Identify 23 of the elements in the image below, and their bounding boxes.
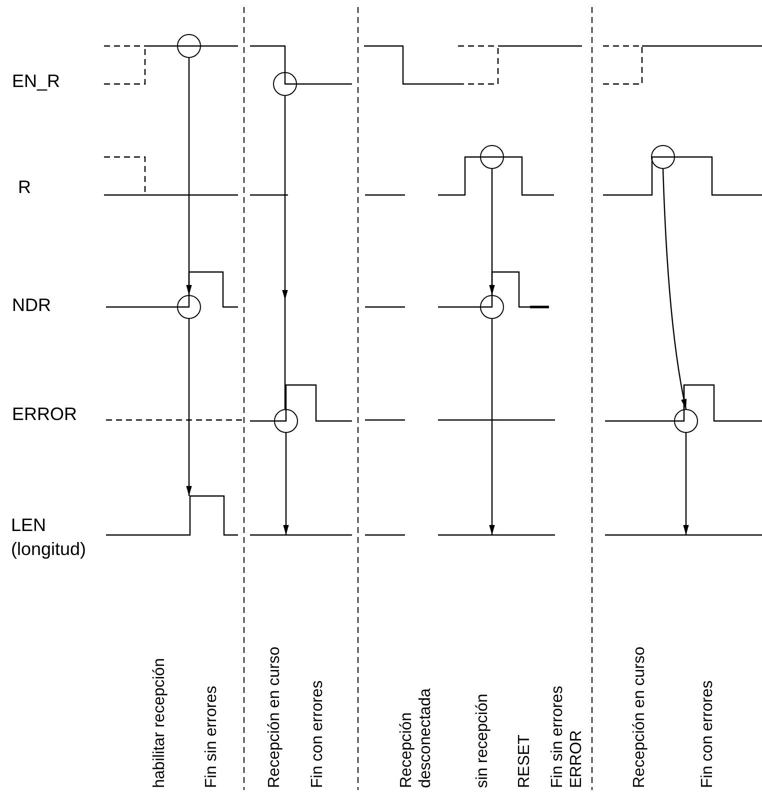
arrow: [283, 433, 289, 535]
signal-label: R: [18, 176, 31, 199]
signal-label: ERROR: [12, 403, 78, 426]
arrow: [489, 169, 495, 295]
event-label: sin recepción: [473, 692, 492, 788]
arrow: [186, 319, 192, 496]
event-label: Fin sin errores ERROR: [548, 684, 586, 788]
event-label: habilitar recepción: [150, 657, 169, 788]
arrow: [186, 58, 192, 295]
event-label: Fin con errores: [698, 679, 717, 788]
event-label: Recepción en curso: [265, 646, 284, 788]
event-label: RESET: [515, 734, 534, 788]
event-label: Recepción desconectada: [397, 687, 435, 788]
event-label: Fin sin errores: [202, 684, 221, 788]
signal-label: LEN (longitud): [11, 514, 88, 561]
event-label: Recepción en curso: [630, 646, 649, 788]
signal-label: EN_R: [12, 70, 60, 93]
event-label: Fin con errores: [308, 679, 327, 788]
arrow: [683, 433, 689, 535]
arrow: [282, 96, 288, 300]
signal-label: NDR: [12, 294, 51, 317]
arrow: [662, 168, 687, 410]
arrow: [489, 319, 495, 535]
